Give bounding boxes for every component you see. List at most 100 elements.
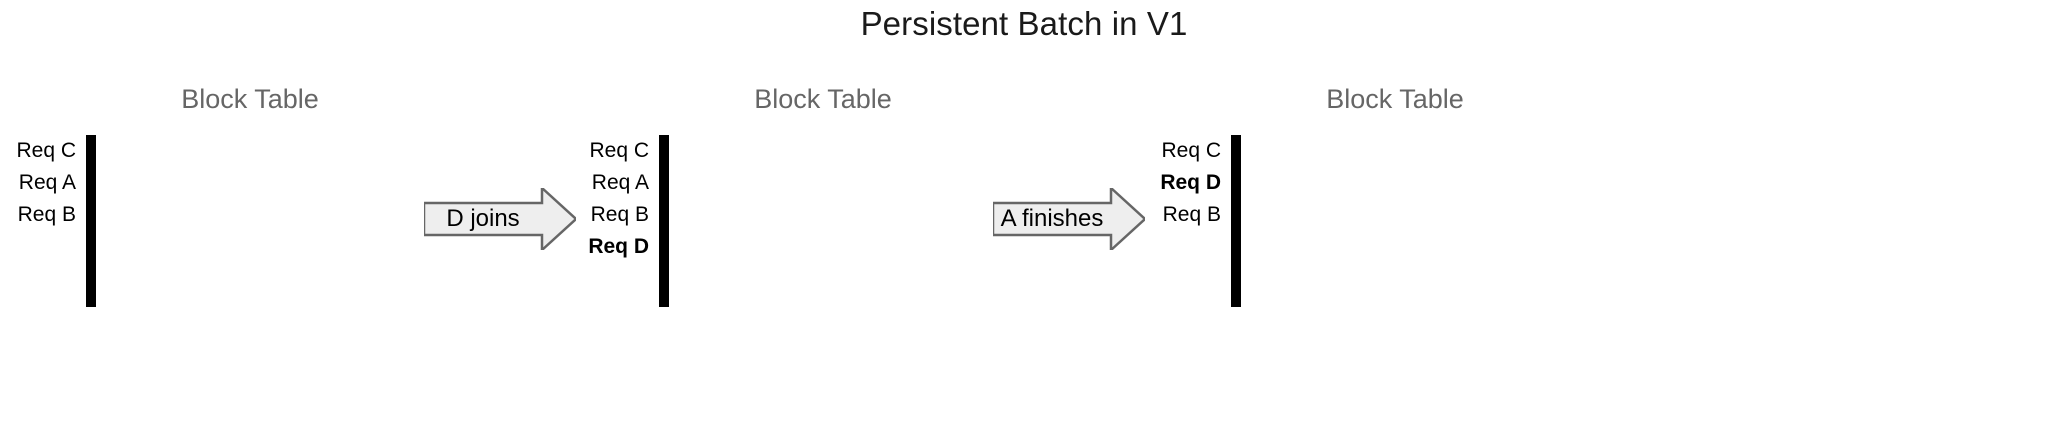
block-cell[interactable] xyxy=(1235,169,1239,205)
block-cell[interactable] xyxy=(86,169,90,205)
block-cell[interactable] xyxy=(1235,135,1239,171)
page-title: Persistent Batch in V1 xyxy=(860,5,1188,42)
block-cell[interactable] xyxy=(1237,237,1241,273)
row-label-left-0: Req C xyxy=(16,139,76,162)
block-cell[interactable] xyxy=(659,271,663,307)
block-cell[interactable] xyxy=(1231,169,1235,205)
table-row xyxy=(86,271,96,307)
row-label-column-middle: Req C Req A Req B Req D xyxy=(459,135,649,295)
block-cell[interactable] xyxy=(90,203,94,239)
block-cell[interactable] xyxy=(1233,135,1237,171)
table-row xyxy=(659,271,669,307)
row-label-middle-2: Req B xyxy=(590,203,649,226)
block-cell[interactable] xyxy=(663,135,667,171)
table-row xyxy=(86,169,96,205)
row-label-right-0: Req C xyxy=(1161,139,1221,162)
block-cell[interactable] xyxy=(92,237,96,273)
table-row xyxy=(1231,237,1241,273)
block-cell[interactable] xyxy=(88,135,92,171)
block-cell[interactable] xyxy=(90,271,94,307)
block-cell[interactable] xyxy=(665,135,669,171)
row-label-left-1: Req A xyxy=(18,171,76,194)
block-cell[interactable] xyxy=(90,169,94,205)
block-cell[interactable] xyxy=(88,169,92,205)
table-row xyxy=(1231,169,1241,205)
block-cell[interactable] xyxy=(92,271,96,307)
block-cell[interactable] xyxy=(661,237,665,273)
block-table-grid-left xyxy=(86,135,96,307)
table-row xyxy=(86,203,96,239)
block-cell[interactable] xyxy=(1231,237,1235,273)
table-row xyxy=(86,135,96,171)
block-cell[interactable] xyxy=(1235,271,1239,307)
block-cell[interactable] xyxy=(1231,203,1235,239)
block-table-grid-right xyxy=(1231,135,1241,307)
block-table-heading-middle: Block Table xyxy=(754,84,892,114)
block-cell[interactable] xyxy=(659,169,663,205)
block-cell[interactable] xyxy=(1235,203,1239,239)
block-cell[interactable] xyxy=(665,169,669,205)
block-cell[interactable] xyxy=(1233,203,1237,239)
block-cell[interactable] xyxy=(1237,271,1241,307)
block-cell[interactable] xyxy=(86,271,90,307)
block-cell[interactable] xyxy=(663,237,667,273)
block-cell[interactable] xyxy=(665,271,669,307)
arrow-shape-a-finishes xyxy=(993,188,1145,250)
row-label-left-2: Req B xyxy=(17,203,76,226)
table-row xyxy=(1231,271,1241,307)
block-cell[interactable] xyxy=(1233,271,1237,307)
block-cell[interactable] xyxy=(665,237,669,273)
arrow-shape-d-joins xyxy=(424,188,576,250)
block-cell[interactable] xyxy=(86,203,90,239)
row-label-left-4 xyxy=(0,263,76,295)
block-cell[interactable] xyxy=(659,237,663,273)
row-label-right-4 xyxy=(1031,263,1221,295)
block-cell[interactable] xyxy=(1237,169,1241,205)
block-cell[interactable] xyxy=(90,135,94,171)
block-cell[interactable] xyxy=(663,203,667,239)
row-label-middle-0: Req C xyxy=(589,139,649,162)
block-cell[interactable] xyxy=(661,135,665,171)
block-cell[interactable] xyxy=(86,135,90,171)
block-cell[interactable] xyxy=(92,169,96,205)
block-cell[interactable] xyxy=(661,203,665,239)
block-cell[interactable] xyxy=(1233,237,1237,273)
row-label-middle-1: Req A xyxy=(591,171,649,194)
block-cell[interactable] xyxy=(661,271,665,307)
table-row xyxy=(86,237,96,273)
block-cell[interactable] xyxy=(663,169,667,205)
block-cell[interactable] xyxy=(86,237,90,273)
table-row xyxy=(1231,203,1241,239)
block-cell[interactable] xyxy=(661,169,665,205)
row-label-middle-4 xyxy=(459,263,649,295)
block-cell[interactable] xyxy=(1231,271,1235,307)
block-table-heading-left: Block Table xyxy=(181,84,319,114)
block-table-heading-right: Block Table xyxy=(1326,84,1464,114)
block-cell[interactable] xyxy=(88,271,92,307)
table-row xyxy=(659,135,669,171)
block-cell[interactable] xyxy=(1235,237,1239,273)
block-cell[interactable] xyxy=(665,203,669,239)
block-cell[interactable] xyxy=(1233,169,1237,205)
table-row xyxy=(1231,135,1241,171)
block-cell[interactable] xyxy=(659,203,663,239)
block-cell[interactable] xyxy=(659,135,663,171)
table-row xyxy=(659,169,669,205)
row-label-left-3 xyxy=(0,231,76,263)
transition-arrow-a-finishes: A finishes xyxy=(993,188,1145,250)
row-label-middle-3: Req D xyxy=(588,235,649,258)
block-cell[interactable] xyxy=(92,203,96,239)
block-cell[interactable] xyxy=(92,135,96,171)
block-cell[interactable] xyxy=(1237,135,1241,171)
block-cell[interactable] xyxy=(88,237,92,273)
block-table-grid-middle xyxy=(659,135,669,307)
row-label-right-2: Req B xyxy=(1162,203,1221,226)
block-cell[interactable] xyxy=(1231,135,1235,171)
block-cell[interactable] xyxy=(88,203,92,239)
block-cell[interactable] xyxy=(90,237,94,273)
block-cell[interactable] xyxy=(1237,203,1241,239)
block-cell[interactable] xyxy=(663,271,667,307)
row-label-column-left: Req C Req A Req B xyxy=(0,135,76,295)
table-row xyxy=(659,237,669,273)
